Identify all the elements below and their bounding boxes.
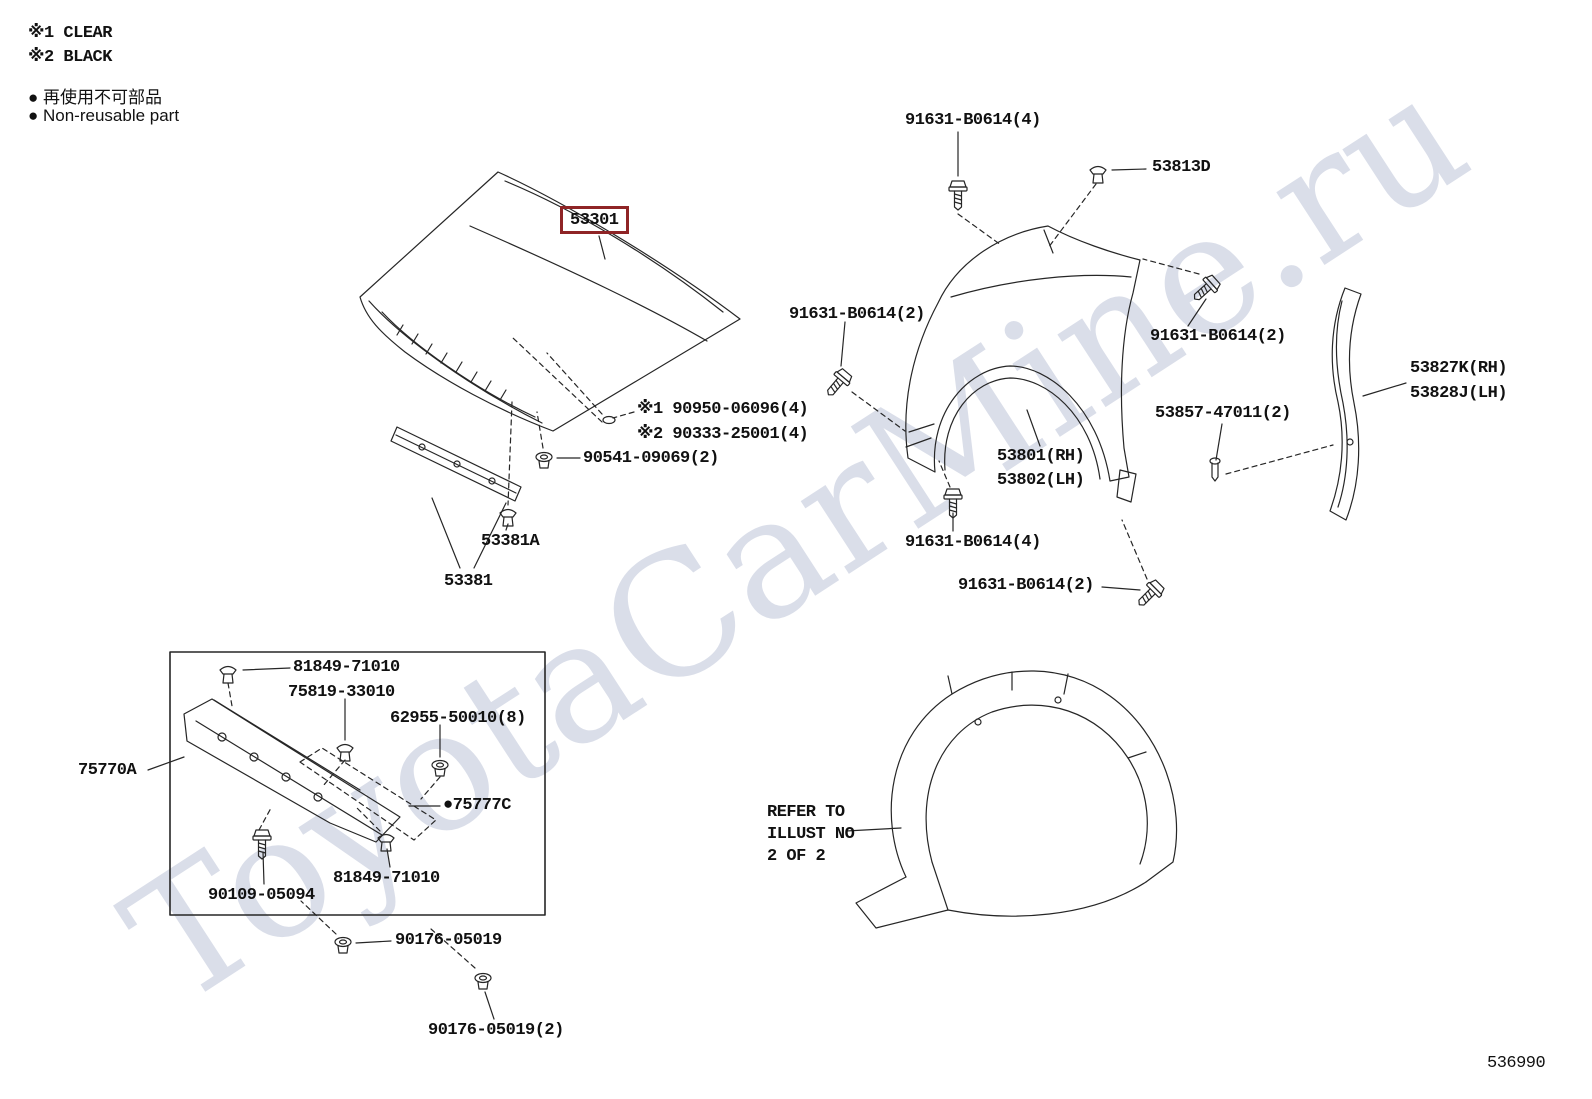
- part-label-53381a: 53381A: [481, 532, 540, 551]
- cowl-louver-frame: [169, 651, 546, 916]
- part-label-53857-47011-2: 53857-47011(2): [1155, 404, 1291, 423]
- bolt-icon: [948, 180, 968, 211]
- legend-note-clear: ※1 CLEAR: [28, 24, 112, 43]
- part-label-53813d: 53813D: [1152, 158, 1211, 177]
- hood-seal-drawing: [390, 426, 522, 502]
- document-number: 536990: [1487, 1054, 1546, 1073]
- part-label-91631-b0614-2-front: 91631-B0614(2): [789, 305, 925, 324]
- part-label-53802-lh: 53802(LH): [997, 471, 1085, 490]
- bolt-icon: [252, 829, 272, 860]
- part-label-75777c: ●75777C: [443, 796, 511, 815]
- pin-icon: [1209, 457, 1221, 482]
- part-label-53301-highlighted: 53301: [560, 206, 629, 234]
- grommet-icon: [431, 759, 449, 777]
- bolt-icon: [820, 366, 855, 402]
- legend-nonreusable-en: ● Non-reusable part: [28, 106, 180, 125]
- refer-to-line1: REFER TO: [767, 803, 845, 822]
- part-label-81849-71010-upper: 81849-71010: [293, 658, 400, 677]
- leader-lines: [147, 131, 1407, 1020]
- refer-to-note: REFER TO ILLUST NO 2 OF 2: [767, 802, 855, 868]
- fender-protector-drawing: [1329, 287, 1362, 521]
- part-label-91631-b0614-2-side: 91631-B0614(2): [1150, 327, 1286, 346]
- part-label-75819-33010: 75819-33010: [288, 683, 395, 702]
- part-label-53801-rh: 53801(RH): [997, 447, 1085, 466]
- cowl-packing-dashed-drawing: [299, 747, 437, 841]
- grommet-icon: [474, 972, 492, 990]
- cowl-louver-drawing: [183, 698, 401, 843]
- part-label-91631-b0614-2-bottom: 91631-B0614(2): [958, 576, 1094, 595]
- refer-to-line2: ILLUST NO: [767, 825, 855, 844]
- clip-icon: [219, 665, 237, 684]
- part-label-75770a: 75770A: [78, 761, 137, 780]
- part-label-81849-71010-lower: 81849-71010: [333, 869, 440, 888]
- part-label-91631-b0614-4-lower: 91631-B0614(4): [905, 533, 1041, 552]
- part-label-90176-05019: 90176-05019: [395, 931, 502, 950]
- bolt-icon: [1132, 577, 1167, 612]
- part-label-90950-06096-4: ※1 90950-06096(4): [637, 400, 809, 419]
- part-label-90333-25001-4: ※2 90333-25001(4): [637, 425, 809, 444]
- part-label-53828j-lh: 53828J(LH): [1410, 384, 1508, 403]
- part-label-90109-05094: 90109-05094: [208, 886, 315, 905]
- part-label-53827k-rh: 53827K(RH): [1410, 359, 1508, 378]
- part-label-90176-05019-2: 90176-05019(2): [428, 1021, 564, 1040]
- hood-drawing: [359, 171, 741, 432]
- grommet-icon: [334, 936, 352, 954]
- clip-icon: [1089, 165, 1107, 184]
- leader-lines-dashed: [227, 183, 1334, 969]
- grommet-icon: [535, 451, 553, 469]
- part-label-62955-50010-8: 62955-50010(8): [390, 709, 526, 728]
- fender-drawing: [905, 225, 1141, 503]
- part-label-91631-b0614-4-upper: 91631-B0614(4): [905, 111, 1041, 130]
- part-label-90541-09069-2: 90541-09069(2): [583, 449, 719, 468]
- fender-liner-drawing: [855, 670, 1178, 929]
- legend-note-black: ※2 BLACK: [28, 48, 112, 67]
- part-label-53381: 53381: [444, 572, 493, 591]
- legend-nonreusable-jp: ● 再使用不可部品: [28, 88, 162, 107]
- refer-to-line3: 2 OF 2: [767, 847, 826, 866]
